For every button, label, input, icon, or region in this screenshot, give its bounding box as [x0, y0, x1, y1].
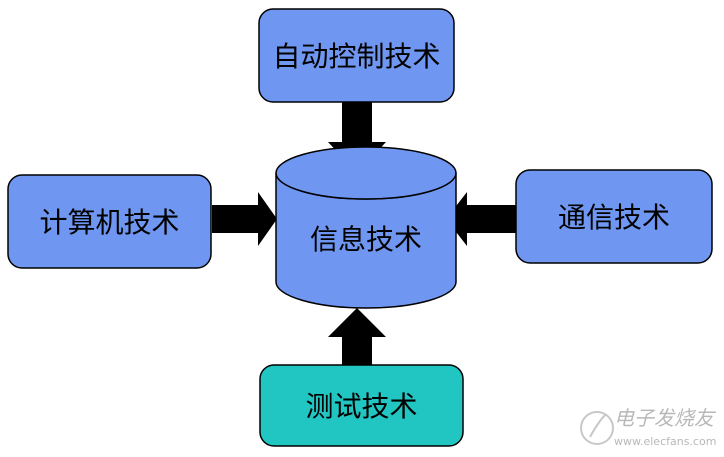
node-auto-control: 自动控制技术	[258, 8, 455, 103]
node-computer-label: 计算机技术	[39, 206, 179, 239]
arrow-bottom-to-center	[328, 308, 386, 365]
node-auto-control-label: 自动控制技术	[272, 40, 440, 73]
watermark-name: 电子发烧友	[614, 406, 717, 430]
watermark-logo-icon	[580, 411, 614, 445]
watermark-url: www.elecfans.com	[614, 435, 716, 448]
node-communication-label: 通信技术	[558, 201, 670, 234]
node-computer: 计算机技术	[7, 174, 212, 269]
cylinder-top	[275, 146, 457, 200]
node-communication: 通信技术	[515, 169, 713, 264]
arrow-left-to-center	[212, 192, 277, 246]
node-testing-label: 测试技术	[305, 390, 417, 423]
watermark: 电子发烧友 www.elecfans.com	[580, 406, 717, 448]
cylinder-node-info-tech: 信息技术	[275, 146, 457, 309]
node-testing: 测试技术	[259, 364, 464, 447]
center-label: 信息技术	[310, 223, 422, 256]
arrow-right-to-center	[446, 192, 517, 246]
